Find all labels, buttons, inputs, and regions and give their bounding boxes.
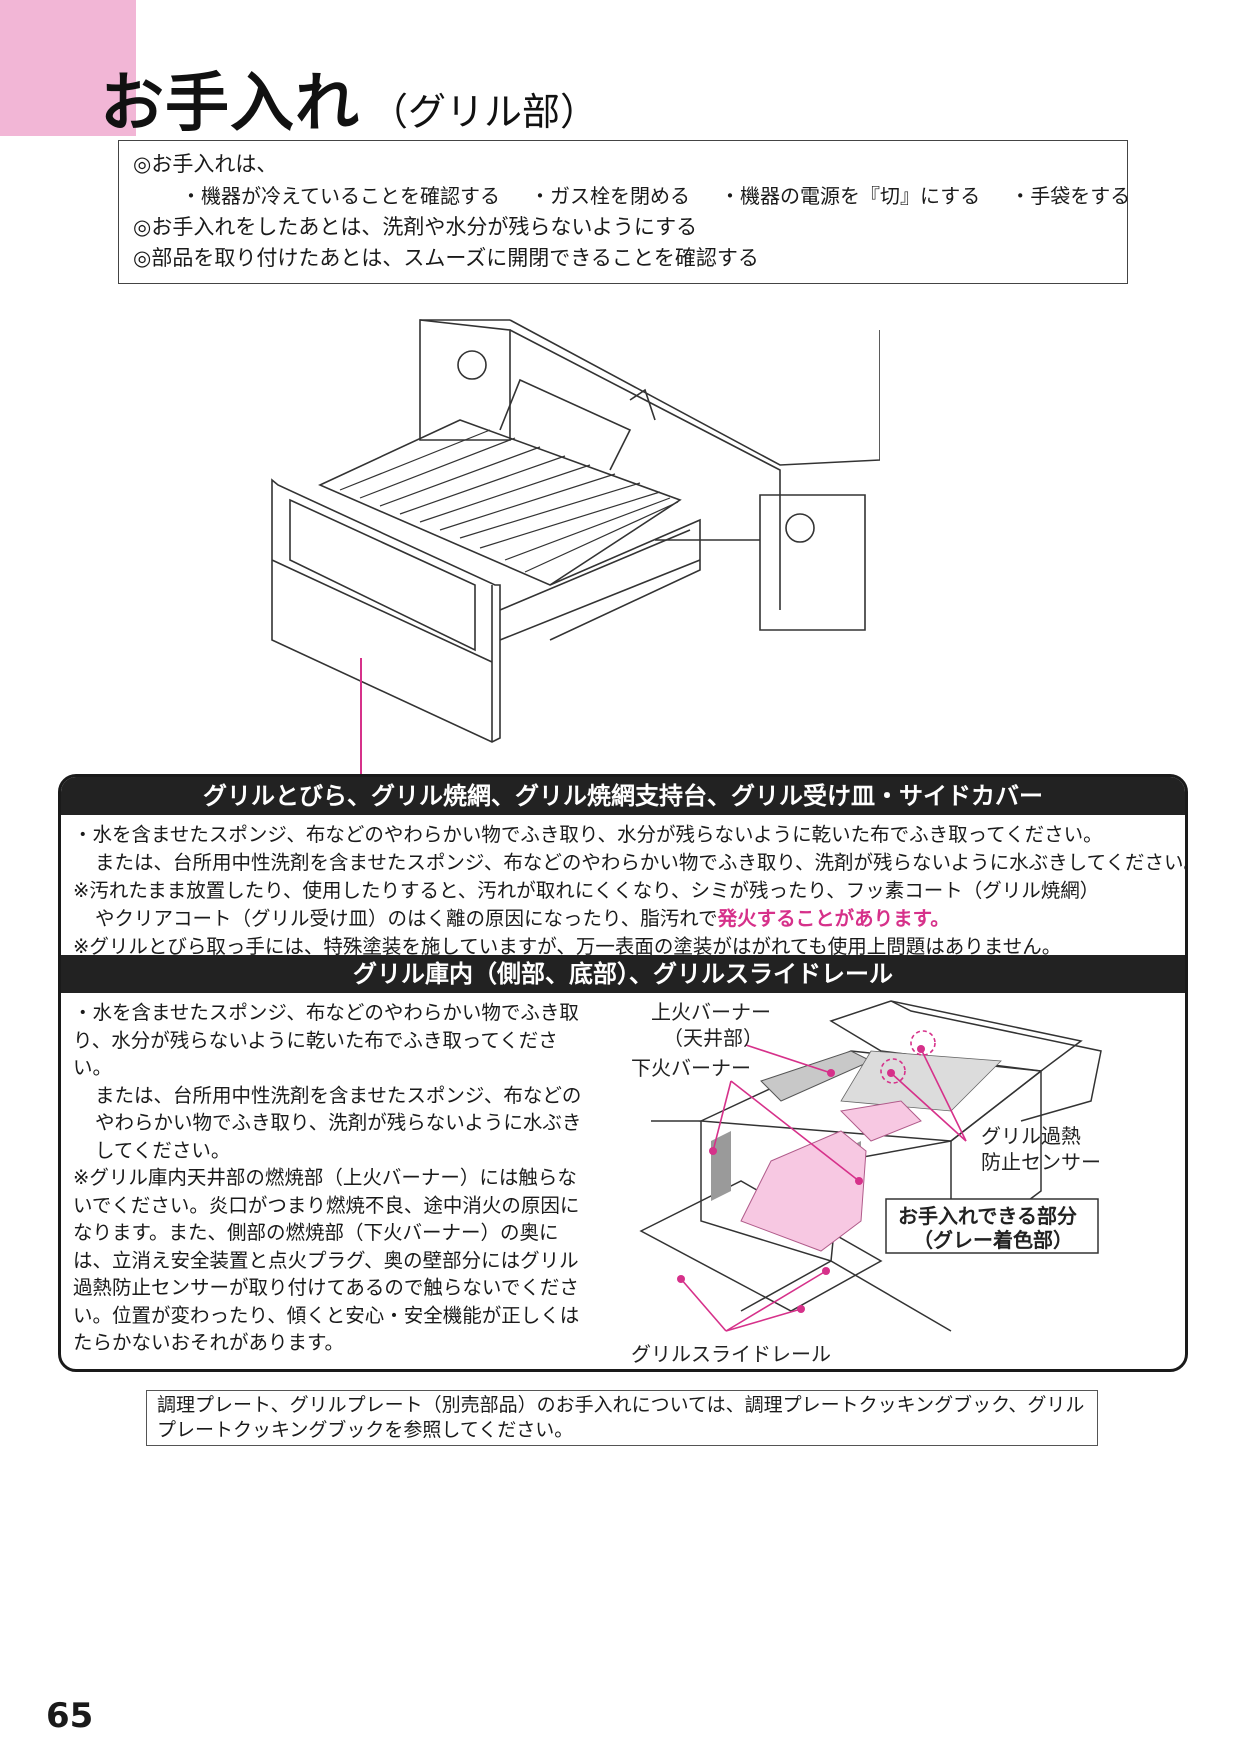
section2-p1: ・水を含ませたスポンジ、布などのやわらかい物でふき取り、水分が残らないように乾い… xyxy=(73,1001,579,1079)
section1-p4: やクリアコート（グリル受け皿）のはく離の原因になったり、脂汚れで発火することがあ… xyxy=(73,905,1183,933)
label-upper-burner-sub: （天井部） xyxy=(663,1026,763,1050)
label-sensor-sub: 防止センサー xyxy=(981,1150,1101,1174)
label-sensor: グリル過熱 xyxy=(981,1124,1081,1148)
grill-interior-illustration: 上火バーナー （天井部） 下火バーナー グリル過熱 防止センサー お手入れできる… xyxy=(631,1000,1102,1366)
care-instructions-panel: グリルとびら、グリル焼網、グリル焼網支持台、グリル受け皿・サイドカバー ・水を含… xyxy=(58,774,1188,1372)
section2-p2: または、台所用中性洗剤を含ませたスポンジ、布などのやわらかい物でふき取り、洗剤が… xyxy=(95,1083,582,1162)
page-title: お手入れ（グリル部） xyxy=(100,52,598,144)
section2-heading: グリル庫内（側部、底部）、グリルスライドレール xyxy=(61,955,1185,993)
cooking-plate-note: 調理プレート、グリルプレート（別売部品）のお手入れについては、調理プレートクッキ… xyxy=(146,1390,1098,1446)
section1-p2: または、台所用中性洗剤を含ませたスポンジ、布などのやわらかい物でふき取り、洗剤が… xyxy=(95,851,1188,874)
precaution-box: ◎お手入れは、 ・機器が冷えていることを確認する ・ガス栓を閉める ・機器の電源を『… xyxy=(118,140,1130,284)
label-care-area: お手入れできる部分 xyxy=(898,1204,1077,1228)
section-tab xyxy=(0,0,136,136)
door-leader-line xyxy=(360,658,362,778)
notice-line3: ◎部品を取り付けたあとは、スムーズに開閉できることを確認する xyxy=(133,246,759,270)
section1-p3: ※汚れたまま放置したり、使用したりすると、汚れが取れにくくなり、シミが残ったり、… xyxy=(73,879,1100,902)
notice-line1: ◎お手入れは、 xyxy=(133,152,278,176)
page-number: 65 xyxy=(46,1696,94,1736)
section2-body: ・水を含ませたスポンジ、布などのやわらかい物でふき取り、水分が残らないように乾い… xyxy=(73,999,593,1357)
section1-p4-text: やクリアコート（グリル受け皿）のはく離の原因になったり、脂汚れで xyxy=(95,907,718,930)
notice-bullet: ・機器の電源を『切』にする xyxy=(720,184,981,208)
title-main: お手入れ xyxy=(100,67,360,141)
title-sub: （グリル部） xyxy=(370,90,599,134)
fire-warning: 発火することがあります。 xyxy=(717,907,950,930)
notice-bullet: ・手袋をする xyxy=(1010,184,1131,208)
label-slide-rail: グリルスライドレール xyxy=(631,1342,831,1366)
section1-body: ・水を含ませたスポンジ、布などのやわらかい物でふき取り、水分が残らないように乾い… xyxy=(73,821,1188,961)
label-care-area-sub: （グレー着色部） xyxy=(913,1228,1073,1252)
section1-p1: ・水を含ませたスポンジ、布などのやわらかい物でふき取り、水分が残らないように乾い… xyxy=(73,823,1103,846)
section1-p5: ※グリルとびら取っ手には、特殊塗装を施していますが、万一表面の塗装がはがれても使… xyxy=(73,935,1062,958)
section1-heading: グリルとびら、グリル焼網、グリル焼網支持台、グリル受け皿・サイドカバー xyxy=(61,777,1185,815)
notice-bullet: ・機器が冷えていることを確認する xyxy=(181,184,500,208)
grill-drawer-illustration xyxy=(271,319,880,743)
notice-line2: ◎お手入れをしたあとは、洗剤や水分が残らないようにする xyxy=(133,215,698,239)
label-upper-burner: 上火バーナー xyxy=(651,1000,771,1024)
label-lower-burner: 下火バーナー xyxy=(631,1056,751,1080)
section2-p3: ※グリル庫内天井部の燃焼部（上火バーナー）には触らないでください。炎口がつまり燃… xyxy=(73,1166,580,1354)
notice-bullet: ・ガス栓を閉める xyxy=(530,184,690,208)
notice-bullets: ・機器が冷えていることを確認する ・ガス栓を閉める ・機器の電源を『切』にする ・手袋… xyxy=(133,180,1130,212)
